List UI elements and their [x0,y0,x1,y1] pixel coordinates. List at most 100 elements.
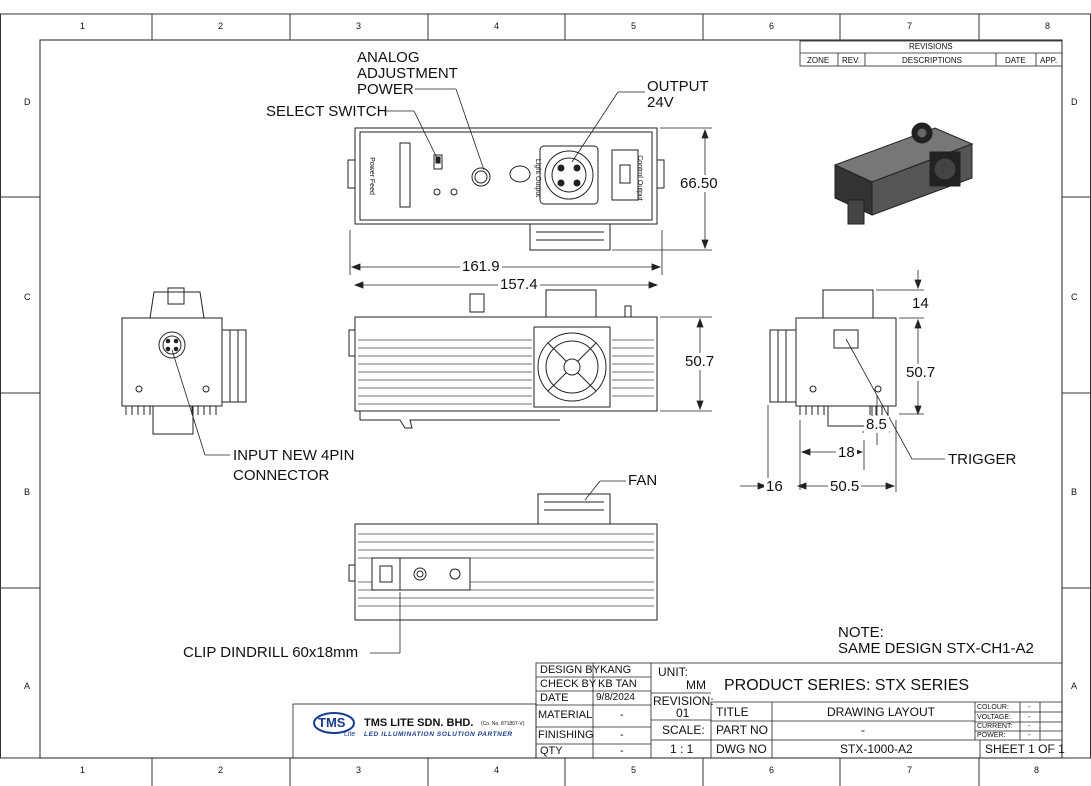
panel-light-output: Light Output [534,158,542,198]
zone-bottom-3: 3 [356,765,362,775]
zone-bottom-5: 5 [631,765,637,775]
zone-top-5: 5 [631,21,637,31]
title-value: DRAWING LAYOUT [827,705,936,719]
isometric-view [833,122,974,225]
dim-right-small: 8.5 [864,416,889,433]
dim-right-18: 18 [836,444,857,461]
product-series: PRODUCT SERIES: STX SERIES [724,677,970,694]
qty-value: - [620,745,624,757]
voltage-value: - [1028,714,1031,721]
sheet-value: SHEET 1 OF 1 [985,742,1065,756]
design-by-label: DESIGN BY [540,664,600,676]
zone-left-c: C [24,292,31,302]
qty-label: QTY [540,745,563,757]
dwg-no-value: STX-1000-A2 [840,742,913,756]
zone-bottom-2: 2 [218,765,224,775]
power-label: POWER: [977,732,1006,739]
label-input-connector-1: INPUT NEW 4PIN [233,447,355,464]
current-value: - [1028,723,1031,730]
zone-top-7: 7 [907,21,913,31]
revisions-title: REVISIONS [909,42,953,51]
label-input-connector-2: CONNECTOR [233,467,330,484]
design-by-value: KANG [600,664,632,676]
dim-right-16: 16 [764,478,785,495]
part-no-label: PART NO [716,723,769,737]
material-label: MATERIAL [538,709,593,721]
rev-header-rev: REV. [842,56,860,65]
dim-right-height: 50.7 [904,364,938,381]
zone-right-b: B [1071,487,1078,497]
zone-bottom-7: 7 [907,765,913,775]
left-end-view [121,287,247,435]
rev-header-date: DATE [1005,56,1026,65]
dim-right-50-5: 50.5 [828,478,862,495]
power-value: - [1028,732,1031,739]
colour-label: COLOUR: [977,704,1009,711]
rev-header-app: APP. [1040,56,1058,65]
scale-value: 1 : 1 [670,742,694,756]
zone-top-4: 4 [494,21,500,31]
label-clip: CLIP DINDRILL 60x18mm [183,644,359,661]
date-value: 9/8/2024 [596,692,635,703]
rev-header-descriptions: DESCRIPTIONS [902,56,963,65]
right-end-view [769,289,897,427]
label-power: POWER [357,81,414,98]
dim-right-top: 14 [910,295,931,312]
revision-value: 01 [676,706,690,720]
zone-left-a: A [24,681,31,691]
zone-left-b: B [24,487,31,497]
colour-value: - [1028,704,1031,711]
revision-label: REVISION: [653,694,714,708]
company-name: TMS LITE SDN. BHD. [364,717,474,729]
zone-right-d: D [1071,97,1078,107]
material-value: - [620,709,624,721]
unit-label: UNIT: [658,665,688,679]
label-trigger: TRIGGER [948,451,1017,468]
label-select-switch: SELECT SWITCH [266,103,388,120]
label-output-voltage: 24V [647,94,674,111]
title-label: TITLE [716,705,749,719]
zone-top-6: 6 [769,21,775,31]
panel-control-output: Control Output [635,155,643,201]
check-by-value: KB TAN [598,678,637,690]
zone-top-8: 8 [1045,21,1051,31]
zone-right-c: C [1071,292,1078,302]
zone-bottom-1: 1 [80,765,86,775]
tms-logo [313,712,355,734]
zone-bottom-8: 8 [1034,765,1040,775]
side-view [348,289,658,429]
dim-body-width: 157.4 [498,276,540,293]
zone-bottom-6: 6 [769,765,775,775]
label-analog: ANALOG [357,49,420,66]
zone-left-d: D [24,97,31,107]
dim-overall-width: 161.9 [460,258,502,275]
rev-header-zone: ZONE [807,56,830,65]
part-no-value: - [861,723,865,737]
check-by-label: CHECK BY [540,678,597,690]
zone-bottom-4: 4 [494,765,500,775]
date-label: DATE [540,692,569,704]
front-view [347,127,665,251]
label-output: OUTPUT [647,78,709,95]
bottom-view [348,493,658,621]
zone-right-a: A [1071,681,1078,691]
scale-label: SCALE: [662,723,705,737]
label-fan: FAN [628,472,658,489]
finishing-label: FINISHING [538,729,594,741]
zone-top-1: 1 [80,21,86,31]
panel-power-feed: Power Feed [367,157,375,195]
dim-side-height: 50.7 [683,353,717,370]
company-logo: TMS [318,715,346,730]
note-text: SAME DESIGN STX-CH1-A2 [838,640,1034,657]
dwg-no-label: DWG NO [716,742,767,756]
company-logo-sub: Lite [344,731,356,738]
company-reg: (Co. No. 871807-V) [481,721,525,727]
unit-value: MM [686,678,706,692]
label-adjustment: ADJUSTMENT [357,65,458,82]
zone-top-3: 3 [356,21,362,31]
zone-top-2: 2 [218,21,224,31]
company-tagline: LED ILLUMINATION SOLUTION PARTNER [364,731,513,738]
current-label: CURRENT: [977,723,1013,730]
finishing-value: - [620,729,624,741]
